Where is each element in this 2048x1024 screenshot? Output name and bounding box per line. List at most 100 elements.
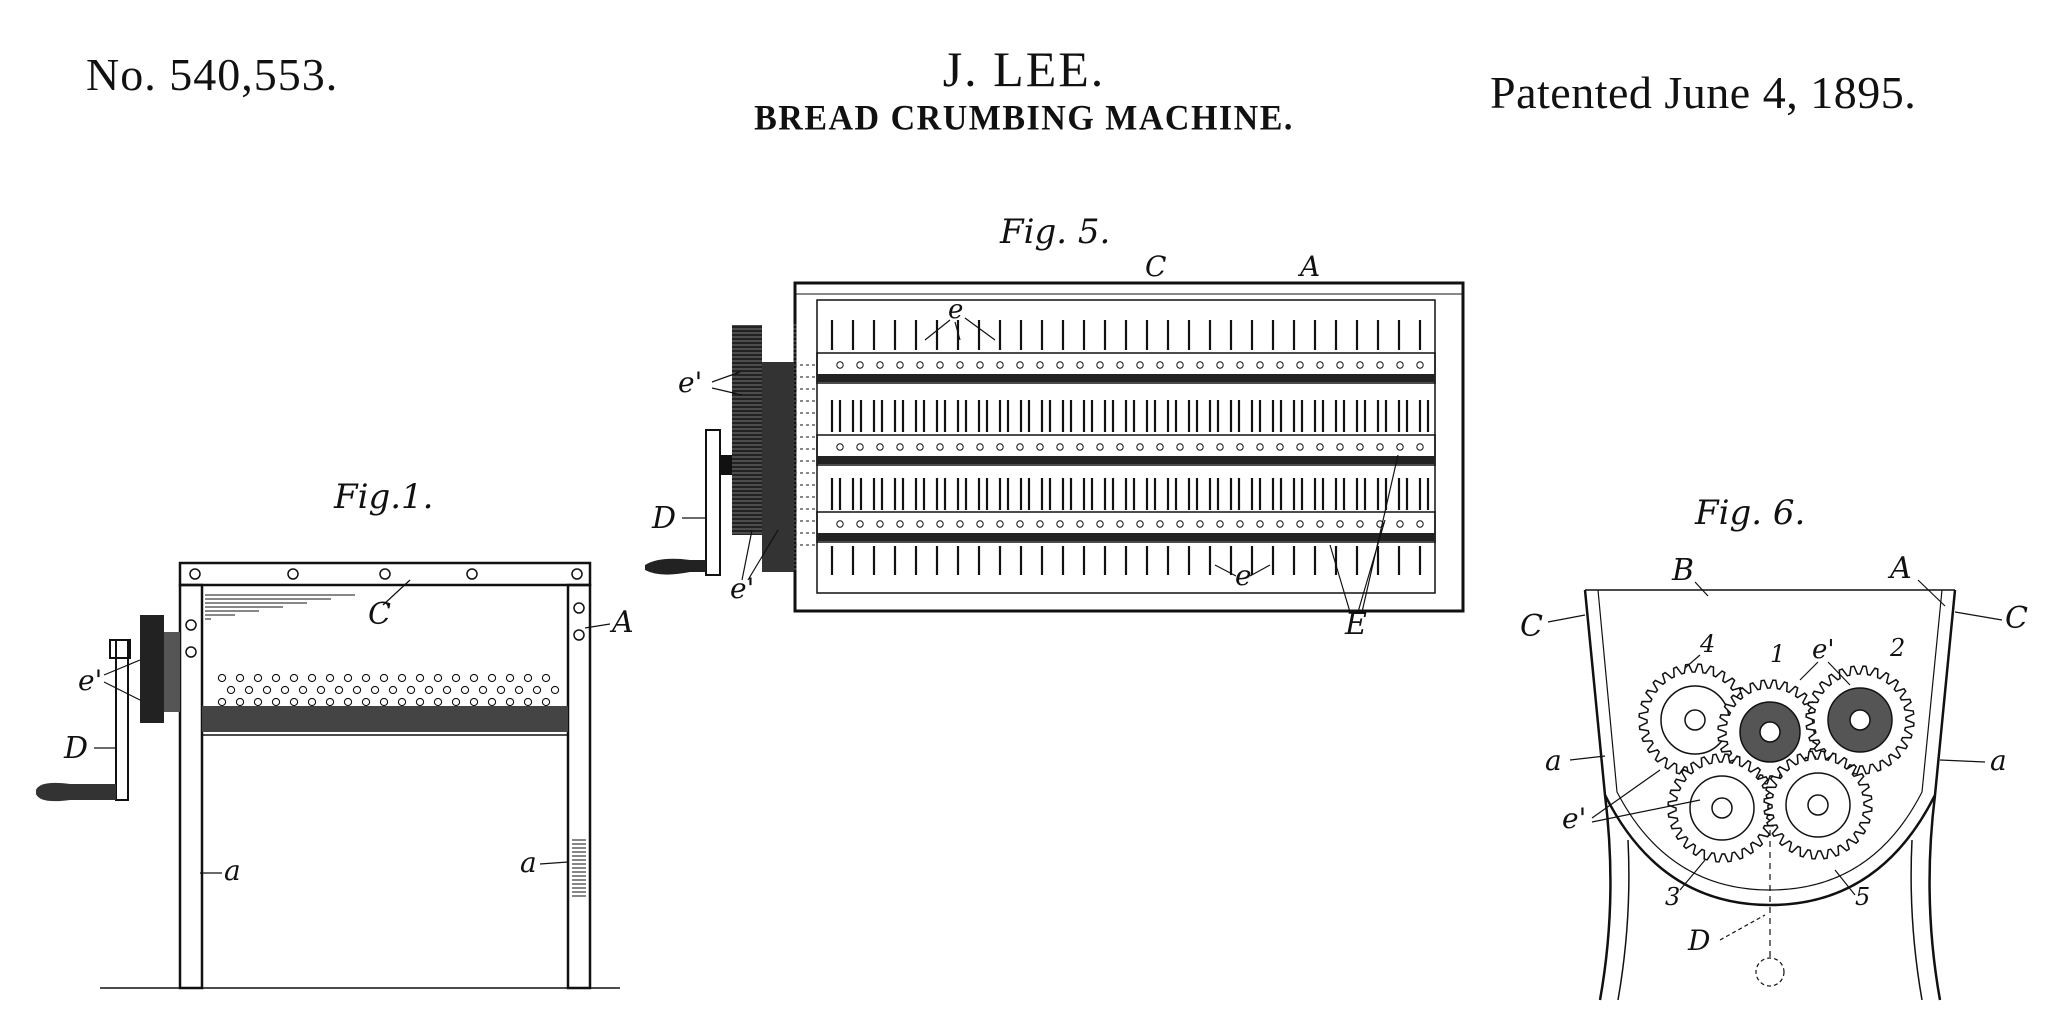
fig6-label-e1-left: e' (1562, 802, 1586, 835)
fig1-perforation (280, 685, 290, 695)
fig5-roller-hole (1076, 361, 1084, 369)
fig6-label-D: D (1687, 924, 1710, 957)
fig5-label-e-bottom: e (1235, 559, 1252, 592)
fig1-hopper (201, 584, 569, 736)
fig1-perforation (298, 685, 308, 695)
fig5-roller-hole (1316, 443, 1324, 451)
fig5-roller-hole (876, 520, 884, 528)
fig5-roller (816, 511, 1436, 543)
fig5-label-e-top: e (948, 295, 963, 325)
fig5-roller-hole (1176, 361, 1184, 369)
fig1-perforation (307, 697, 317, 707)
fig5-roller-hole (1236, 520, 1244, 528)
fig6-label-a-left: a (1545, 744, 1562, 777)
fig1-perforation (235, 673, 245, 683)
fig6-label-C-left: C (1520, 609, 1543, 644)
fig5-roller-hole (936, 361, 944, 369)
fig1-perforation (343, 673, 353, 683)
fig1-perforation (325, 697, 335, 707)
fig1-top-rail (178, 561, 592, 587)
fig5-roller-hole (1336, 520, 1344, 528)
fig1-label-e1: e' (78, 664, 102, 697)
fig5-roller-shadow (817, 456, 1435, 464)
fig1-label-a-left: a (224, 854, 241, 887)
fig1-perforation (487, 673, 497, 683)
fig5-roller-hole (1236, 443, 1244, 451)
fig5-roller-hole (976, 443, 984, 451)
fig6-gears (1638, 663, 1915, 863)
fig5-roller-hole (1036, 520, 1044, 528)
fig5-roller-hole (1296, 361, 1304, 369)
fig1-perforation (226, 685, 236, 695)
fig5-roller-hole (1116, 443, 1124, 451)
fig5-roller-hole (1256, 520, 1264, 528)
fig1-perforation (433, 673, 443, 683)
fig5-roller-hole (1416, 520, 1424, 528)
fig5-roller-hole (856, 520, 864, 528)
fig1-perforation (541, 697, 551, 707)
fig5-roller-hole (1156, 361, 1164, 369)
fig1-crank-handle (36, 782, 116, 802)
fig6-gear-axle (1684, 709, 1706, 731)
fig5-roller-hole (1016, 520, 1024, 528)
fig6-gear-body (1785, 772, 1851, 838)
fig5-roller-hole (1376, 443, 1384, 451)
fig5-label-A: A (1297, 250, 1320, 283)
fig1-gear-hub (164, 632, 180, 712)
fig5-roller-hole (1296, 443, 1304, 451)
fig5-roller-hole (1196, 361, 1204, 369)
fig1-perforation (244, 685, 254, 695)
fig1-perforation (541, 673, 551, 683)
fig1-perforation (523, 673, 533, 683)
fig6-gear-axle (1849, 709, 1871, 731)
figure-1: Fig.1. C A e' D a a (36, 477, 634, 990)
fig5-roller-hole (1016, 443, 1024, 451)
fig5-roller-hole (1396, 520, 1404, 528)
fig6-gear-axle (1711, 797, 1733, 819)
fig5-roller-hole (856, 361, 864, 369)
fig5-roller-hole (1296, 520, 1304, 528)
fig6-label-B: B (1671, 553, 1694, 588)
fig5-roller-hole (1316, 361, 1324, 369)
fig5-roller-hole (1396, 443, 1404, 451)
fig6-leg-left (1598, 794, 1612, 1001)
fig5-roller-hole (1216, 443, 1224, 451)
fig5-roller-hole (896, 361, 904, 369)
fig1-leg-right (566, 583, 592, 990)
fig5-roller-hole (1196, 520, 1204, 528)
fig5-roller-hole (1136, 361, 1144, 369)
fig1-perforation (505, 673, 515, 683)
fig1-crumb-band (202, 706, 568, 732)
fig1-perforation (442, 685, 452, 695)
fig1-rail-hole (466, 568, 478, 580)
fig5-roller-hole (1056, 443, 1064, 451)
fig5-roller (816, 352, 1436, 384)
fig1-label-D: D (63, 731, 88, 766)
fig5-teeth (830, 320, 1430, 575)
fig5-roller-hole (956, 520, 964, 528)
fig1-perforation (433, 697, 443, 707)
fig5-roller-hole (996, 520, 1004, 528)
fig6-label-a-right: a (1990, 744, 2007, 777)
fig5-roller-hole (936, 443, 944, 451)
fig5-roller-hole (1056, 520, 1064, 528)
fig6-label-2: 2 (1889, 634, 1905, 662)
fig1-perforation (451, 697, 461, 707)
fig5-roller-hole (1376, 520, 1384, 528)
fig5-roller-hole (896, 443, 904, 451)
fig1-perforation (343, 697, 353, 707)
fig1-gear (140, 615, 164, 723)
fig1-perforation (271, 697, 281, 707)
fig5-roller-hole (836, 443, 844, 451)
fig6-label-A: A (1887, 551, 1912, 586)
fig1-perforation (415, 673, 425, 683)
fig5-roller-hole (1076, 520, 1084, 528)
fig1-perforation (469, 673, 479, 683)
fig5-frame-outer (793, 281, 1465, 613)
fig5-roller-hole (956, 361, 964, 369)
fig5-label-D: D (651, 501, 676, 536)
fig1-perforations (217, 673, 560, 707)
fig5-roller-hole (1176, 443, 1184, 451)
fig5-roller-hole (1396, 361, 1404, 369)
